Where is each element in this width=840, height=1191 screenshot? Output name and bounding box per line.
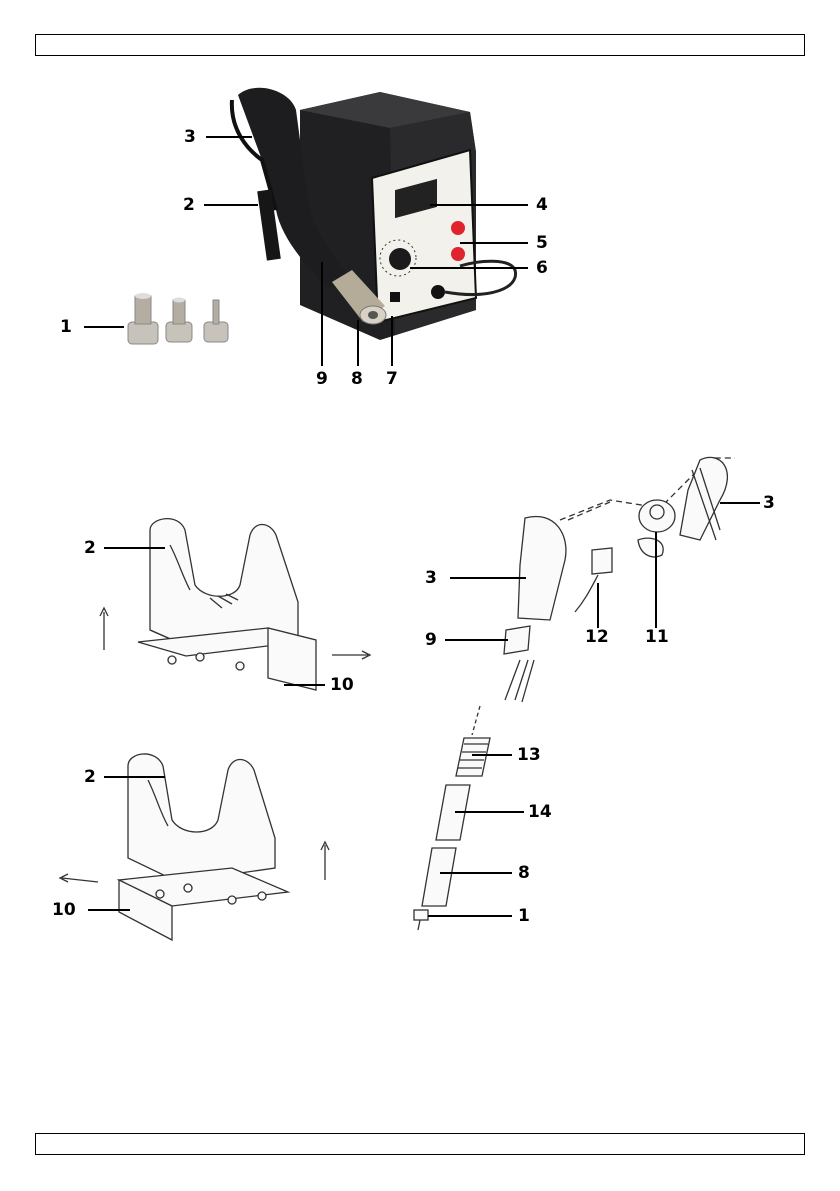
holder-top-drawing: [100, 519, 370, 690]
photo-callout-9: 9: [316, 371, 328, 388]
exploded-callout-3-left: 3: [425, 570, 437, 587]
exploded-view-drawing: [414, 457, 735, 930]
photo-callout-7: 7: [386, 371, 398, 388]
photo-callout-3: 3: [184, 129, 196, 146]
photo-callout-5: 5: [536, 235, 548, 252]
photo-callout-2: 2: [183, 197, 195, 214]
holder-bottom-callout-10: 10: [52, 902, 76, 919]
exploded-callout-3-right: 3: [763, 495, 775, 512]
photo-callout-1: 1: [60, 319, 72, 336]
exploded-callout-1: 1: [518, 908, 530, 925]
photo-callout-8: 8: [351, 371, 363, 388]
exploded-callout-9: 9: [425, 632, 437, 649]
holder-top-callout-10: 10: [330, 677, 354, 694]
exploded-callout-8: 8: [518, 865, 530, 882]
exploded-callout-14: 14: [528, 804, 552, 821]
holder-bottom-callout-2: 2: [84, 769, 96, 786]
exploded-callout-13: 13: [517, 747, 541, 764]
nozzle-set: [128, 293, 228, 344]
photo-callout-4: 4: [536, 197, 548, 214]
holder-top-callout-2: 2: [84, 540, 96, 557]
photo-callout-6: 6: [536, 260, 548, 277]
holder-bottom-drawing: [60, 754, 329, 940]
hot-air-station-photo: [232, 88, 516, 340]
exploded-callout-11: 11: [645, 629, 669, 646]
exploded-callout-12: 12: [585, 629, 609, 646]
